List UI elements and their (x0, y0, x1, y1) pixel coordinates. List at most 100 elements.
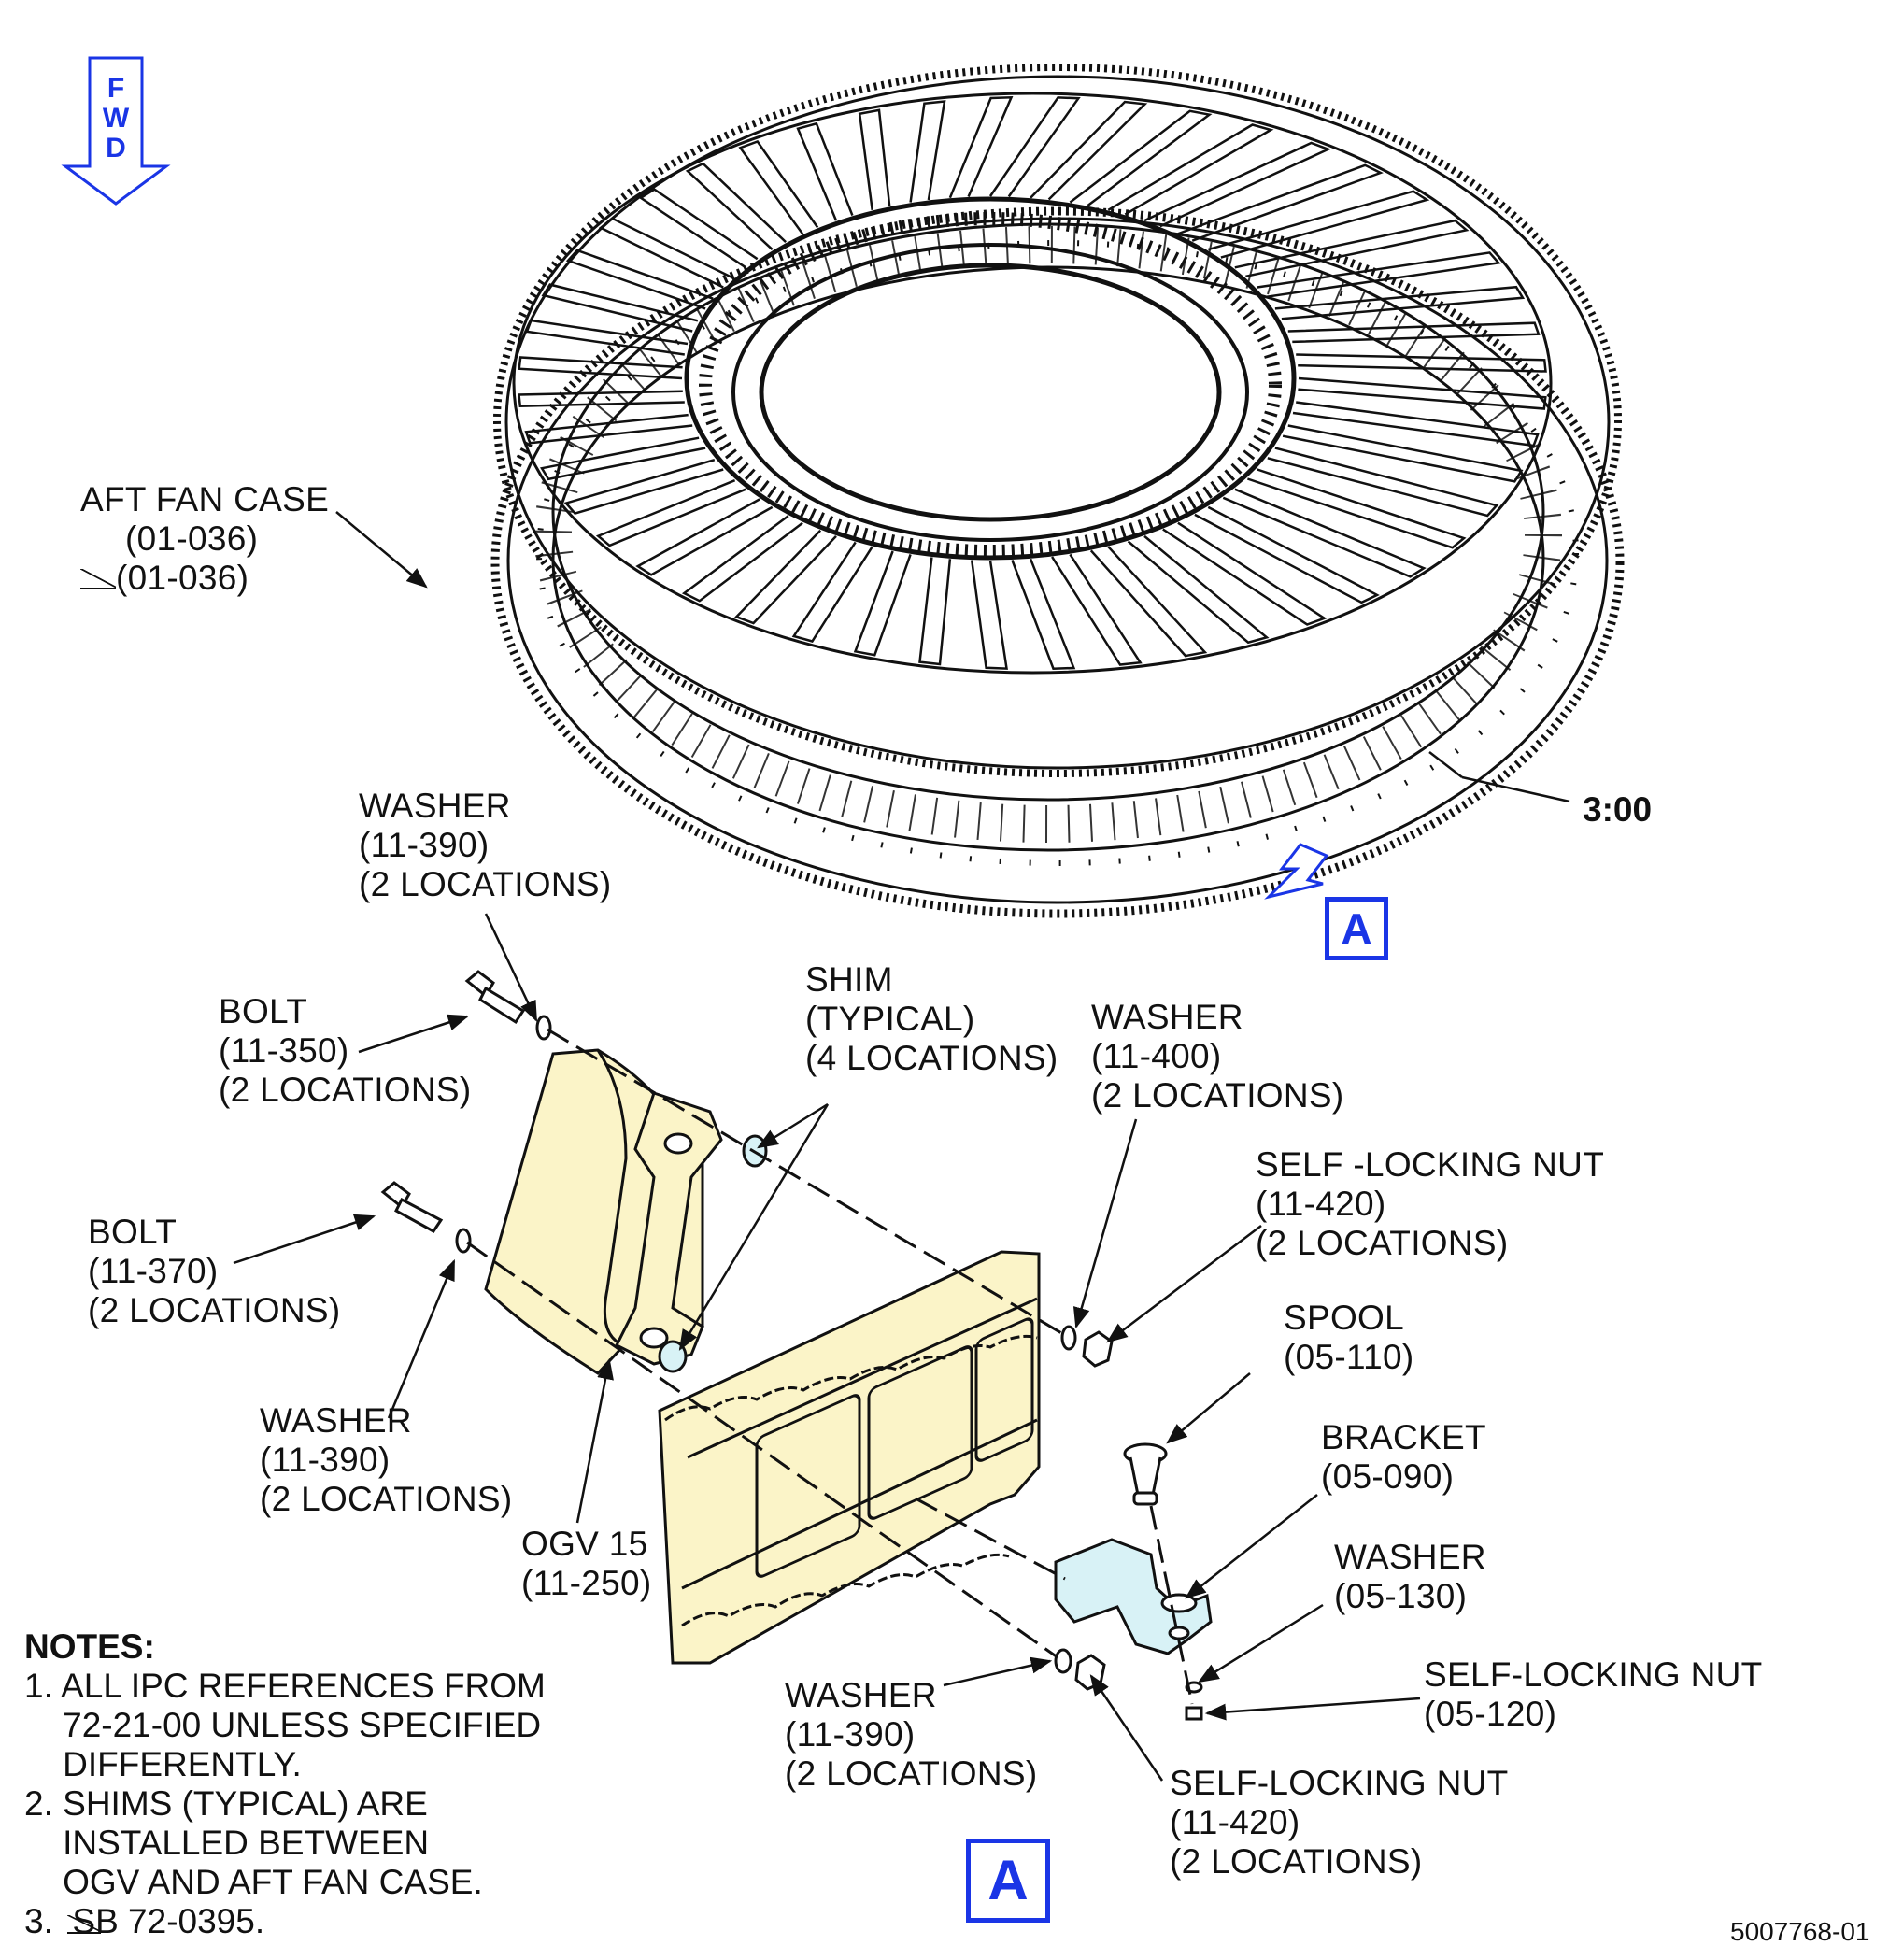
label-ogv-15: OGV 15(11-250) (521, 1525, 652, 1602)
label-washer-top: WASHER(11-390)(2 LOCATIONS) (359, 787, 612, 903)
outer-flange-top (493, 64, 1622, 777)
notes-block: NOTES: 1. ALL IPC REFERENCES FROM 72-21-… (24, 1627, 546, 1941)
fwd-arrow-icon (61, 56, 171, 206)
ogv-vane (1207, 190, 1430, 259)
ogv-vane (518, 356, 683, 380)
case-band-panels (534, 226, 1562, 843)
bolt-circle (536, 240, 1579, 866)
ogv-vane (918, 557, 952, 666)
ogv-vane (525, 319, 689, 356)
label-bracket: BRACKET(05-090) (1321, 1418, 1486, 1496)
clock-position-label: 3:00 (1583, 790, 1653, 829)
ogv-vane (1222, 488, 1427, 578)
ogv-vane (524, 413, 693, 445)
leader-lines (233, 511, 1570, 1782)
label-bolt-350: BOLT(11-350)(2 LOCATIONS) (219, 992, 472, 1109)
ogv-vane (734, 529, 837, 625)
ogv-vane (685, 162, 787, 251)
outer-case-lower (506, 217, 1609, 904)
inner-hub-inner (731, 243, 1249, 542)
ogv-vane (1247, 468, 1467, 549)
note-3-sb-triangle-icon (67, 1915, 101, 1934)
fwd-letter-d: D (106, 133, 126, 163)
ogv-vane (598, 217, 734, 289)
ogv-15-part (484, 1048, 723, 1375)
ogv-vane (1296, 353, 1547, 373)
ogv-vane (635, 498, 774, 576)
case-band-upper (551, 222, 1545, 802)
view-a-marker-top: A (1325, 897, 1388, 960)
ogv-vane (1143, 141, 1331, 228)
ogv-vane (1162, 521, 1328, 626)
ogv-vane (595, 479, 746, 547)
label-washer-mid: WASHER(11-390)(2 LOCATIONS) (260, 1401, 513, 1518)
notes-heading: NOTES: (24, 1627, 155, 1666)
ogv-vane (948, 95, 1014, 199)
case-band-lower (551, 265, 1545, 852)
label-washer-bottom: WASHER(11-390)(2 LOCATIONS) (785, 1676, 1038, 1793)
label-nut-120: SELF-LOCKING NUT(05-120) (1424, 1655, 1763, 1733)
outer-flange-bottom (490, 206, 1625, 918)
ogv-vane (909, 100, 946, 203)
ogv-vane (1069, 109, 1213, 207)
fwd-letter-f: F (107, 73, 125, 104)
note-2: 2. SHIMS (TYPICAL) ARE INSTALLED BETWEEN… (24, 1784, 483, 1901)
ogv-vane (1011, 558, 1076, 670)
view-a-marker-bottom: A (966, 1839, 1050, 1923)
label-nut-420-top: SELF -LOCKING NUT(11-420)(2 LOCATIONS) (1256, 1145, 1605, 1262)
vane-outer-ring (512, 92, 1553, 675)
ogv-vane (1287, 321, 1541, 344)
ogv-vane (541, 283, 699, 333)
ogv-vane (1089, 546, 1208, 658)
ogv-vane (1257, 251, 1501, 299)
ogv-vane (1267, 447, 1499, 518)
ogv-vane (563, 459, 724, 516)
fan-case-panel (658, 1250, 1041, 1665)
inner-hub-mid (699, 212, 1282, 558)
ogv-vane (681, 515, 803, 603)
ogv-vane (638, 188, 759, 269)
sb-triangle-icon (80, 569, 116, 589)
ogv-vane (565, 249, 714, 310)
inner-hub-bore (759, 263, 1222, 522)
note-1: 1. ALL IPC REFERENCES FROM 72-21-00 UNLE… (24, 1667, 546, 1783)
ogv-vane (1194, 505, 1380, 604)
inner-hub-outer (684, 196, 1297, 561)
label-nut-420-bottom: SELF-LOCKING NUT(11-420)(2 LOCATIONS) (1170, 1764, 1509, 1881)
outer-flange-rim (504, 75, 1611, 770)
ogv-vane (858, 108, 891, 210)
aft-fan-case-ring (490, 64, 1625, 918)
spool-part (1123, 1442, 1168, 1506)
ogv-vane (1234, 219, 1470, 278)
ogv-vane-array (518, 95, 1547, 670)
ogv-vane (540, 436, 706, 481)
view-a-pointer-icon (1264, 843, 1329, 900)
label-aft-fan-case-ref: (01-036) (125, 519, 259, 558)
ogv-vane (796, 121, 854, 221)
ogv-vane (1030, 100, 1148, 201)
label-aft-fan-case: AFT FAN CASE (80, 480, 330, 518)
label-washer-400: WASHER(11-400)(2 LOCATIONS) (1091, 998, 1344, 1115)
label-shim: SHIM(TYPICAL)(4 LOCATIONS) (805, 960, 1058, 1077)
ogv-vane (853, 550, 912, 657)
ogv-vane (1274, 285, 1526, 320)
ogv-vane (1051, 553, 1143, 666)
label-washer-130: WASHER(05-130) (1334, 1538, 1486, 1615)
drawing-number: 5007768-01 (1730, 1917, 1870, 1946)
ogv-vane (1292, 401, 1540, 447)
label-bolt-370: BOLT(11-370)(2 LOCATIONS) (88, 1213, 341, 1329)
ogv-vane (738, 139, 819, 235)
label-aft-fan-case-sb-ref: (01-036) (80, 559, 249, 598)
ogv-vane (791, 541, 873, 643)
ogv-vane (1298, 376, 1547, 410)
fwd-letter-w: W (102, 103, 130, 134)
note-3: 3. SB 72-0395. (24, 1902, 265, 1940)
assembly-centerlines (466, 1028, 1194, 1705)
ogv-vane (988, 96, 1081, 198)
ogv-vane (1107, 123, 1274, 216)
ogv-vane (518, 390, 685, 407)
label-spool: SPOOL(05-110) (1284, 1299, 1414, 1376)
ogv-vane (970, 560, 1008, 670)
hardware-parts (380, 970, 1203, 1721)
